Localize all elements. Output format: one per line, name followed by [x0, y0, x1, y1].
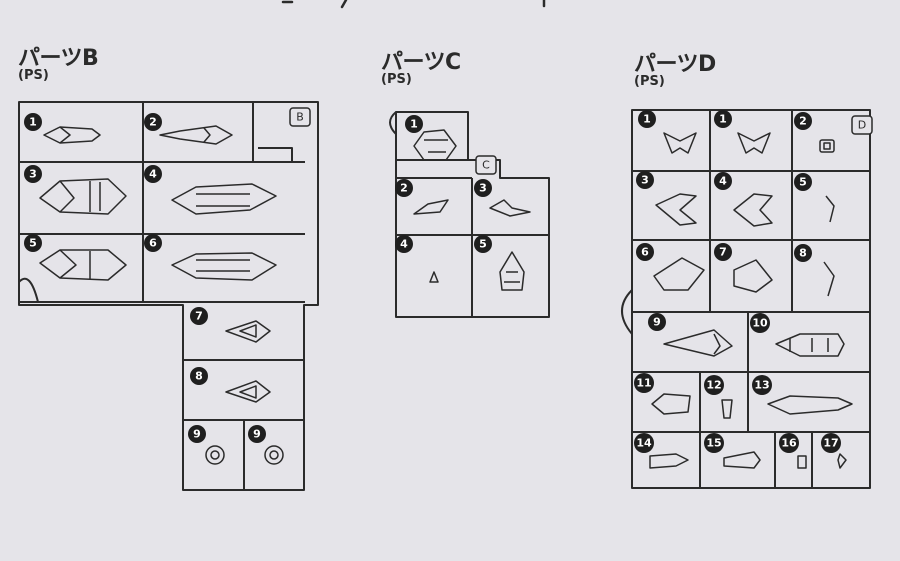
svg-text:3: 3	[29, 168, 37, 181]
svg-text:17: 17	[823, 437, 838, 450]
svg-text:5: 5	[799, 176, 807, 189]
badge-b-8: 8	[190, 367, 208, 385]
svg-text:8: 8	[799, 247, 807, 260]
svg-text:6: 6	[641, 246, 649, 259]
svg-text:14: 14	[636, 437, 652, 450]
svg-text:1: 1	[719, 113, 727, 126]
svg-text:B: B	[296, 111, 304, 124]
badge-d-12: 12	[704, 375, 724, 395]
badge-b-5: 5	[24, 234, 42, 252]
svg-text:10: 10	[752, 317, 768, 330]
badge-d-11: 11	[634, 373, 654, 393]
sheet-d-title: パーツD	[634, 52, 716, 77]
runner-b-frame	[18, 101, 319, 491]
svg-text:5: 5	[29, 237, 37, 250]
svg-text:9: 9	[653, 316, 661, 329]
svg-text:2: 2	[400, 182, 408, 195]
badge-d-17: 17	[821, 433, 841, 453]
badge-b-2: 2	[144, 113, 162, 131]
sheet-c-material: (PS)	[381, 72, 412, 87]
badge-d-1b: 1	[714, 110, 732, 128]
badge-d-15: 15	[704, 433, 724, 453]
badge-d-2: 2	[794, 112, 812, 130]
badge-b-7: 7	[190, 307, 208, 325]
cropped-heading-fragment	[281, 0, 546, 9]
svg-text:15: 15	[706, 437, 721, 450]
badge-d-1a: 1	[638, 110, 656, 128]
badge-c-4: 4	[395, 235, 413, 253]
svg-text:2: 2	[149, 116, 157, 129]
badge-d-9: 9	[648, 313, 666, 331]
sheet-b-material: (PS)	[18, 68, 49, 83]
badge-b-1: 1	[24, 113, 42, 131]
part-shapes-b	[39, 125, 284, 465]
svg-text:1: 1	[410, 118, 418, 131]
svg-text:11: 11	[636, 377, 651, 390]
sheet-b-title: パーツB	[18, 46, 99, 71]
svg-text:2: 2	[799, 115, 807, 128]
svg-text:8: 8	[195, 370, 203, 383]
badge-c-3: 3	[474, 179, 492, 197]
runner-d-frame	[621, 109, 871, 489]
runner-c-tag: C	[475, 155, 497, 175]
part-shapes-c	[413, 129, 531, 291]
svg-text:13: 13	[754, 379, 769, 392]
badge-d-4: 4	[714, 172, 732, 190]
badge-b-4: 4	[144, 165, 162, 183]
svg-text:7: 7	[195, 310, 203, 323]
badge-d-10: 10	[750, 313, 770, 333]
sheet-c-title: パーツC	[381, 50, 461, 75]
svg-text:4: 4	[719, 175, 727, 188]
badge-c-2: 2	[395, 179, 413, 197]
runner-b-tag: B	[289, 107, 311, 127]
svg-text:6: 6	[149, 237, 157, 250]
badge-d-14: 14	[634, 433, 654, 453]
badge-d-7: 7	[714, 243, 732, 261]
badge-b-9b: 9	[248, 425, 266, 443]
badge-b-3: 3	[24, 165, 42, 183]
badge-d-5: 5	[794, 173, 812, 191]
svg-text:1: 1	[29, 116, 37, 129]
svg-text:3: 3	[641, 174, 649, 187]
svg-text:C: C	[482, 159, 490, 172]
badge-d-3: 3	[636, 171, 654, 189]
badge-c-1: 1	[405, 115, 423, 133]
svg-text:1: 1	[643, 113, 651, 126]
svg-text:D: D	[858, 119, 866, 132]
svg-text:7: 7	[719, 246, 727, 259]
svg-text:3: 3	[479, 182, 487, 195]
svg-text:5: 5	[479, 238, 487, 251]
badge-d-13: 13	[752, 375, 772, 395]
badge-d-6: 6	[636, 243, 654, 261]
sheet-d-material: (PS)	[634, 74, 665, 89]
badge-b-6: 6	[144, 234, 162, 252]
svg-text:4: 4	[149, 168, 157, 181]
svg-text:9: 9	[253, 428, 261, 441]
part-shapes-d	[649, 132, 853, 469]
badge-b-9a: 9	[188, 425, 206, 443]
badge-d-16: 16	[779, 433, 799, 453]
svg-text:4: 4	[400, 238, 408, 251]
svg-text:16: 16	[781, 437, 797, 450]
badge-d-8: 8	[794, 244, 812, 262]
svg-text:9: 9	[193, 428, 201, 441]
svg-text:12: 12	[706, 379, 721, 392]
runner-d-tag: D	[851, 115, 873, 135]
badge-c-5: 5	[474, 235, 492, 253]
